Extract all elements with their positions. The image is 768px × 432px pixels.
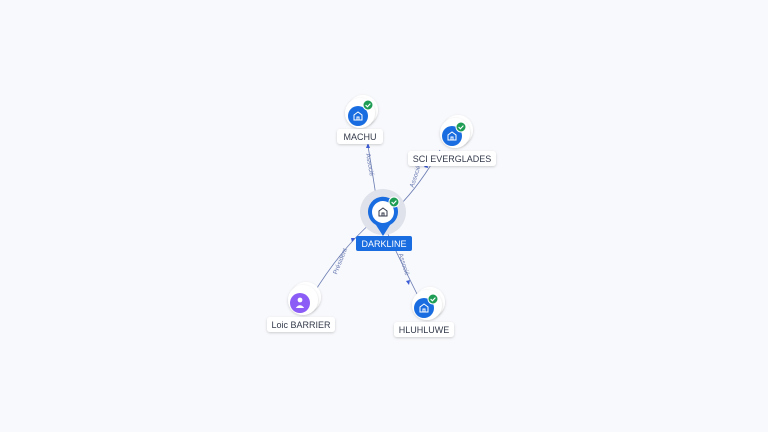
edge-label: Associé: [397, 253, 411, 277]
person-icon: [295, 297, 305, 308]
node-label-box: [394, 322, 454, 337]
edge-label: Associé: [364, 153, 375, 177]
edge-darkline-machu: Associé: [364, 143, 377, 197]
building-icon: [378, 207, 388, 217]
company-icon-bg: [348, 106, 368, 126]
node-label-box: [408, 151, 496, 166]
building-icon: [353, 111, 363, 121]
person-icon-bg: [290, 293, 310, 313]
verified-badge-icon: [362, 99, 374, 111]
node-label: Loic BARRIER: [271, 320, 331, 330]
node-label-box: [267, 317, 335, 332]
edge-label: Président: [332, 247, 349, 275]
edge-label: Associé: [409, 164, 423, 188]
node-darkline-center[interactable]: DARKLINE: [356, 189, 412, 251]
center-node-label-box: [356, 236, 412, 251]
edge-loic-darkline: Président: [311, 221, 373, 297]
verified-badge-icon: [455, 121, 467, 133]
node-hluhluwe[interactable]: HLUHLUWE: [394, 287, 454, 337]
company-icon-bg: [442, 126, 462, 146]
check-icon: [391, 200, 397, 205]
verified-badge-icon: [388, 196, 400, 208]
building-icon: [419, 303, 429, 313]
node-sci-everglades[interactable]: SCI EVERGLADES: [408, 115, 496, 166]
node-label: MACHU: [344, 132, 377, 142]
node-machu[interactable]: MACHU: [337, 95, 383, 144]
verified-badge-icon: [427, 293, 439, 305]
check-icon: [365, 103, 371, 108]
company-icon-bg: [414, 298, 434, 318]
check-icon: [458, 125, 464, 130]
node-label: SCI EVERGLADES: [413, 154, 492, 164]
building-icon: [447, 131, 457, 141]
check-icon: [430, 297, 436, 302]
center-node-inner: [372, 201, 394, 223]
node-label-box: [337, 129, 383, 144]
center-node-label: DARKLINE: [361, 239, 406, 249]
node-loic-barrier[interactable]: Loic BARRIER: [267, 282, 335, 332]
node-label: HLUHLUWE: [399, 325, 450, 335]
